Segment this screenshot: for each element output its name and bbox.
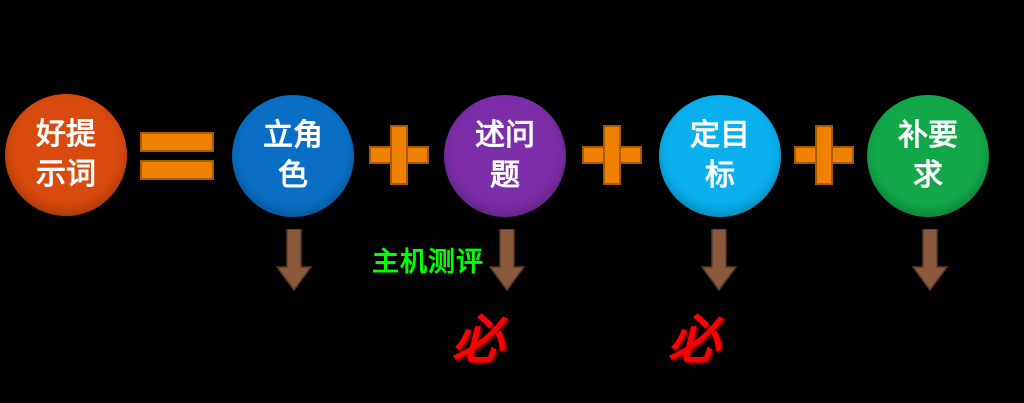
down-arrow-icon [489,229,525,291]
term-label: 述问题 [475,118,535,193]
down-arrow-icon [276,229,312,291]
result-label: 好提示词 [36,117,96,192]
must-mark-problem: 必 [452,311,505,371]
down-arrow-icon [912,229,948,291]
term-circle-role: 立角色 [232,95,354,217]
term-label: 定目标 [690,118,750,193]
term-circle-goal: 定目标 [659,95,781,217]
term-label: 补要求 [898,118,958,193]
term-circle-problem: 述问题 [444,95,566,217]
result-circle-good-prompt: 好提示词 [5,94,127,216]
watermark-note: 主机测评 [372,247,484,278]
down-arrow-icon [701,229,737,291]
term-circle-requirements: 补要求 [867,95,989,217]
must-mark-goal: 必 [668,311,721,371]
term-label: 立角色 [263,118,323,193]
